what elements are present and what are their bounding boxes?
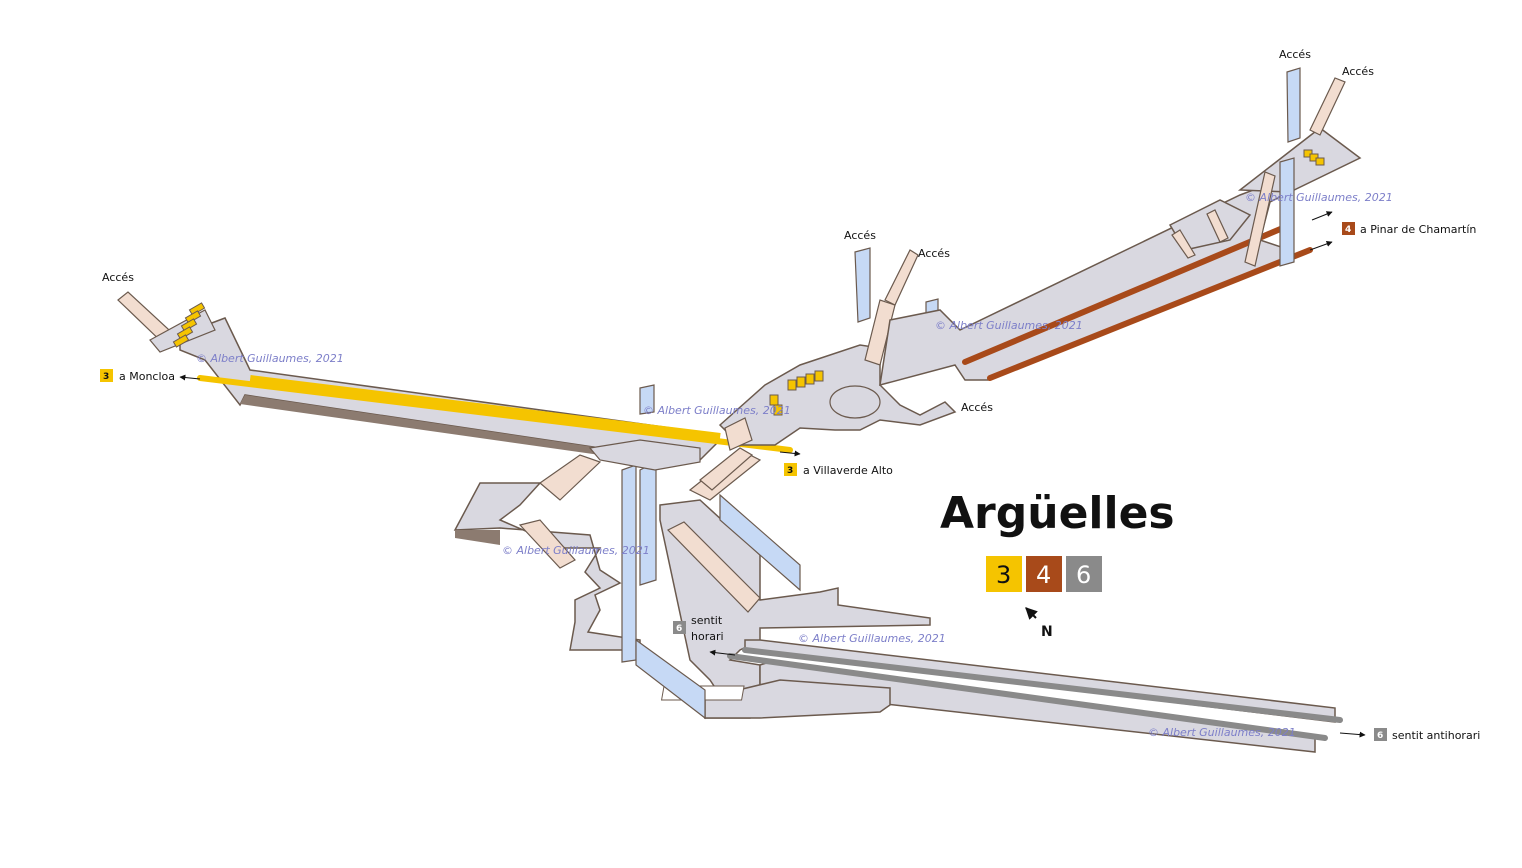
stair-lower-3 — [518, 519, 576, 569]
svg-text:3: 3 — [787, 466, 793, 476]
station-title: Argüelles — [940, 488, 1175, 539]
escalator-nw — [172, 302, 206, 348]
access-label-central-1: Accés — [844, 229, 876, 242]
elevator-ne-2 — [1279, 157, 1295, 267]
stair-central-5 — [699, 447, 754, 491]
svg-text:a Pinar de Chamartín: a Pinar de Chamartín — [1360, 223, 1476, 236]
escalator-central — [769, 370, 824, 416]
north-arrow: N — [1025, 607, 1053, 640]
svg-text:6: 6 — [1377, 731, 1383, 741]
direction-chamartin: 4 a Pinar de Chamartín — [1309, 211, 1476, 251]
stair-ne-4 — [1206, 209, 1229, 243]
access-label-ne-1: Accés — [1279, 48, 1311, 61]
watermark-4: © Albert Guillaumes, 2021 — [1245, 191, 1393, 204]
line3-track-inner — [249, 375, 721, 443]
svg-text:sentit: sentit — [691, 614, 723, 627]
stair-ne-2 — [1244, 171, 1276, 267]
north-label: N — [1041, 624, 1053, 640]
line-badge-6-horari — [673, 621, 686, 634]
stair-lower-2 — [539, 454, 602, 501]
hall-rotunda — [829, 385, 881, 419]
access-label-central-2: Accés — [918, 247, 950, 260]
line-badge-4-chamartin — [1342, 222, 1355, 235]
access-label-nw: Accés — [102, 271, 134, 284]
stair-central-2 — [884, 249, 919, 306]
line4-track-2 — [987, 247, 1313, 381]
svg-text:6: 6 — [1076, 561, 1091, 589]
direction-antihorari: 6 sentit antihorari — [1339, 728, 1480, 742]
svg-text:a Villaverde Alto: a Villaverde Alto — [803, 464, 893, 477]
mezzanine-west — [588, 439, 701, 471]
line3-level — [117, 291, 793, 501]
elevator-central-1 — [854, 247, 871, 323]
svg-text:4: 4 — [1036, 561, 1051, 589]
direction-horari: 6 sentit horari — [673, 614, 736, 656]
line-badge-3-villaverde — [784, 463, 797, 476]
direction-moncloa: 3 a Moncloa — [100, 369, 201, 383]
elevator-shaft-3 — [719, 493, 801, 592]
elevator-shaft-4 — [635, 638, 706, 720]
line6-track-1 — [742, 647, 1343, 723]
stair-lower-1 — [666, 521, 761, 613]
line-badge-3: 3 — [986, 556, 1022, 592]
corridor-loop-left-edge — [455, 530, 500, 545]
svg-text:3: 3 — [103, 372, 109, 382]
line6-level — [453, 454, 1343, 753]
lower-hall-lobby — [704, 679, 891, 719]
line-badge-4: 4 — [1026, 556, 1062, 592]
svg-text:6: 6 — [676, 624, 682, 634]
elevator-shaft-2 — [639, 461, 657, 586]
labels: Accés Accés Accés Accés Accés Accés © Al… — [100, 48, 1480, 742]
title-block: Argüelles 3 4 6 N — [940, 488, 1175, 640]
line4-track-1 — [962, 222, 1293, 365]
line-badge-6: 6 — [1066, 556, 1102, 592]
direction-villaverde: 3 a Villaverde Alto — [779, 450, 893, 477]
svg-text:horari: horari — [691, 630, 724, 643]
access-label-central-3: Accés — [961, 401, 993, 414]
line-badge-6-antihorari — [1374, 728, 1387, 741]
watermark-3: © Albert Guillaumes, 2021 — [935, 319, 1083, 332]
watermark-1: © Albert Guillaumes, 2021 — [196, 352, 344, 365]
watermark-7: © Albert Guillaumes, 2021 — [1148, 726, 1296, 739]
watermark-6: © Albert Guillaumes, 2021 — [798, 632, 946, 645]
line6-track-2 — [727, 653, 1328, 741]
elevator-shaft-1 — [621, 464, 637, 663]
escalator-ne — [1303, 149, 1325, 166]
stair-central-4 — [724, 417, 753, 451]
svg-text:3: 3 — [996, 561, 1011, 589]
line3-platform — [179, 317, 722, 461]
access-label-ne-2: Accés — [1342, 65, 1374, 78]
svg-text:4: 4 — [1345, 225, 1351, 235]
elevator-small-1 — [639, 384, 655, 415]
svg-text:sentit antihorari: sentit antihorari — [1392, 729, 1480, 742]
line4-level — [879, 67, 1362, 387]
watermark-2: © Albert Guillaumes, 2021 — [643, 404, 791, 417]
line-badge-3-moncloa — [100, 369, 113, 382]
corridor-loop-left — [453, 482, 641, 651]
svg-text:a Moncloa: a Moncloa — [119, 370, 175, 383]
line3-platform-edge — [240, 395, 600, 455]
stair-ne-3 — [1171, 229, 1196, 259]
elevator-ne-1 — [1286, 67, 1301, 143]
watermark-5: © Albert Guillaumes, 2021 — [502, 544, 650, 557]
stair-ne-1 — [1309, 77, 1346, 136]
